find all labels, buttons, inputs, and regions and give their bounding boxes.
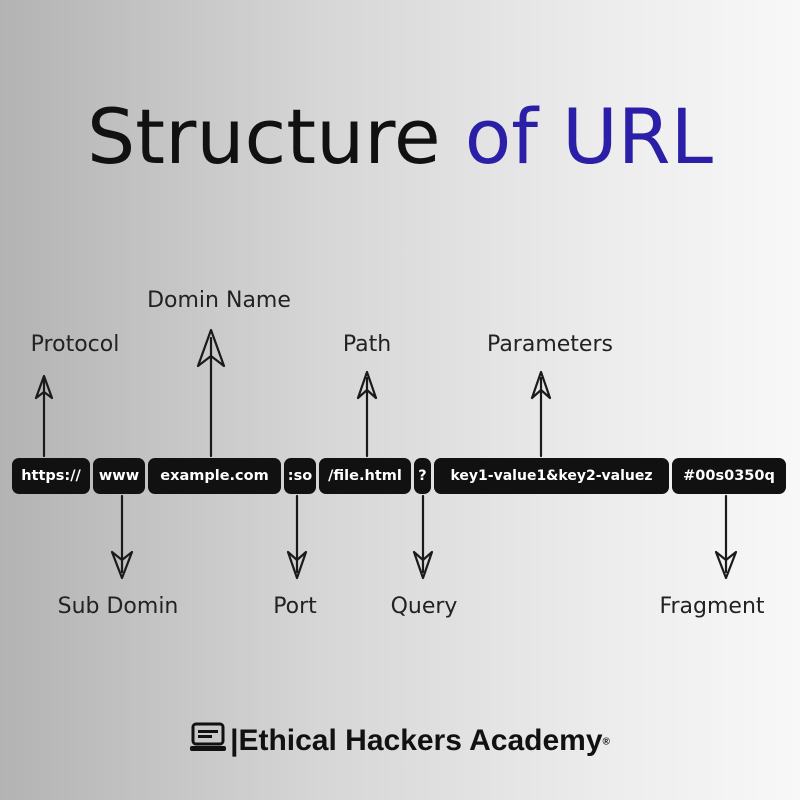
chip-port: :so bbox=[284, 458, 316, 494]
title-accent: of URL bbox=[464, 92, 713, 181]
arrow-down-port bbox=[286, 494, 308, 580]
page-title: Structure of URL bbox=[0, 92, 800, 181]
label-domain-name: Domin Name bbox=[147, 288, 291, 313]
title-main: Structure bbox=[87, 92, 441, 181]
arrow-up-protocol bbox=[34, 374, 54, 458]
chip-parameters: key1-value1&key2-valuez bbox=[434, 458, 669, 494]
arrow-down-fragment bbox=[714, 494, 738, 580]
arrow-down-query bbox=[412, 494, 434, 580]
label-fragment: Fragment bbox=[659, 594, 765, 619]
chip-query: ? bbox=[414, 458, 431, 494]
registered-mark: ® bbox=[602, 736, 610, 748]
label-path: Path bbox=[342, 332, 392, 357]
arrow-up-parameters bbox=[530, 370, 552, 458]
label-parameters: Parameters bbox=[487, 332, 613, 357]
label-port: Port bbox=[273, 594, 317, 619]
laptop-icon bbox=[190, 722, 227, 762]
chip-domain: example.com bbox=[148, 458, 281, 494]
label-subdomain: Sub Domin bbox=[57, 594, 179, 619]
footer-brand: |Ethical Hackers Academy® bbox=[0, 722, 800, 762]
arrow-up-path bbox=[356, 370, 378, 458]
chip-fragment: #00s0350q bbox=[672, 458, 786, 494]
label-query: Query bbox=[390, 594, 458, 619]
chip-subdomain: www bbox=[93, 458, 145, 494]
label-protocol: Protocol bbox=[30, 332, 120, 357]
arrow-up-domain bbox=[196, 328, 226, 458]
chip-protocol: https:// bbox=[12, 458, 90, 494]
arrow-down-subdomain bbox=[110, 494, 134, 580]
chip-path: /file.html bbox=[319, 458, 411, 494]
url-bar: https:// www example.com :so /file.html … bbox=[12, 458, 788, 494]
footer-brand-text: |Ethical Hackers Academy bbox=[230, 723, 603, 757]
